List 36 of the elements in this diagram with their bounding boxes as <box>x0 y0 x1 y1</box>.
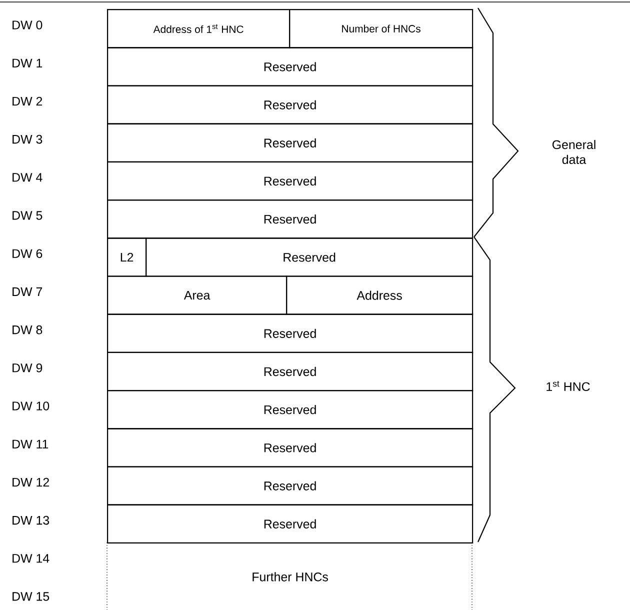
field-cell: Reserved <box>146 238 474 277</box>
row-label: DW 7 <box>12 287 42 296</box>
row-label: DW 6 <box>12 249 42 258</box>
field-cell: Area <box>107 276 288 315</box>
field-cell: Reserved <box>107 352 474 392</box>
field-cell: Reserved <box>107 466 474 506</box>
brace-label: 1$^{st}$ HNC <box>546 380 590 392</box>
row-label: DW 8 <box>12 325 42 334</box>
field-cell: Reserved <box>107 123 474 162</box>
field-cell: Address <box>286 276 474 315</box>
row-label: DW 0 <box>12 20 42 30</box>
field-cell: Number of HNCs <box>289 9 474 48</box>
field-cell: Reserved <box>107 428 474 468</box>
row-label: DW 3 <box>12 134 42 144</box>
row-label: DW 12 <box>12 478 49 487</box>
field-cell: Reserved <box>107 314 474 353</box>
row-label: DW 10 <box>12 402 50 410</box>
row-label: DW 1 <box>12 58 42 68</box>
brace-label: General data <box>552 140 596 164</box>
row-label: DW 4 <box>12 173 42 182</box>
field-cell: Reserved <box>107 200 474 239</box>
row-label: DW 2 <box>12 96 42 106</box>
row-label: DW 15 <box>12 592 50 601</box>
row-label: DW 13 <box>12 516 50 525</box>
field-cell: Address of 1$^{st}$ HNC <box>107 9 290 48</box>
field-cell: Reserved <box>107 47 474 86</box>
field-cell: Reserved <box>107 390 474 430</box>
field-cell: Reserved <box>107 504 474 544</box>
field-cell: Reserved <box>107 161 474 201</box>
field-cell: Reserved <box>107 85 474 124</box>
row-label: DW 11 <box>12 440 48 448</box>
field-cell: L2 <box>107 238 147 277</box>
row-label: DW 9 <box>12 364 42 372</box>
row-label: DW 14 <box>12 554 50 563</box>
row-label: DW 5 <box>12 211 42 220</box>
continuation-area: Further HNCs <box>106 542 472 610</box>
